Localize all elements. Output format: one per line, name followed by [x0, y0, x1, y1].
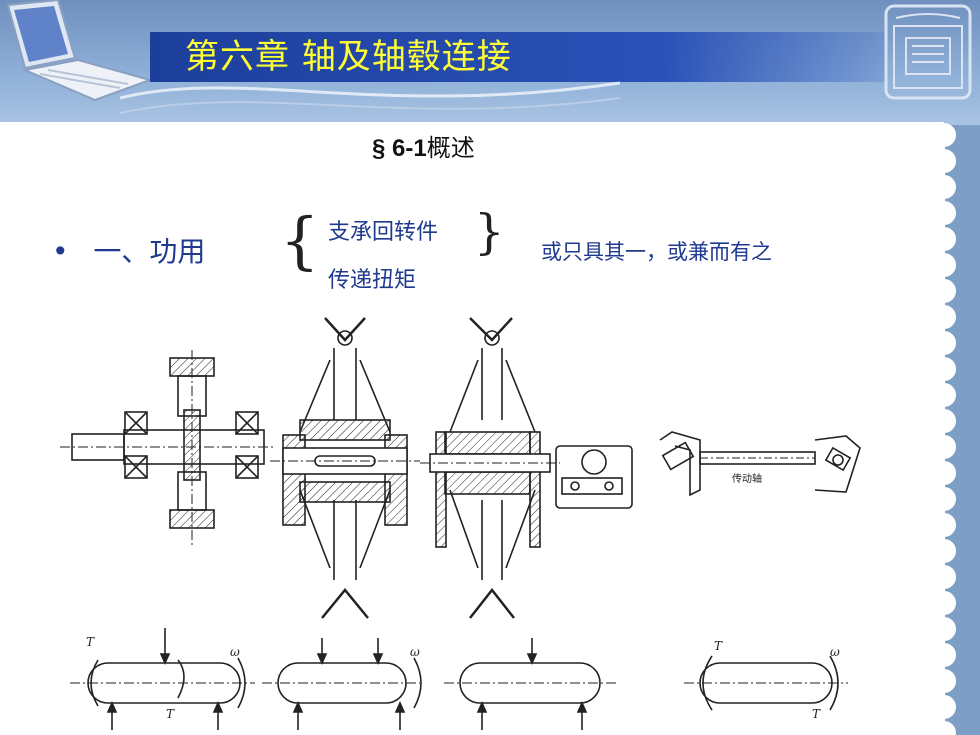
function-torque: 传递扭矩: [328, 268, 417, 293]
drive-shaft-label: 传动轴: [732, 472, 762, 485]
torque-label-4a: T: [714, 639, 723, 653]
right-brace: }: [474, 204, 505, 260]
left-brace: {: [280, 204, 320, 277]
laptop-icon: [6, 0, 154, 102]
bullet-marker: •: [52, 235, 69, 268]
drive-shaft-drawing: [659, 431, 861, 497]
chapter-title: 第六章 轴及轴毂连接: [185, 37, 512, 77]
section-name: 概述: [426, 134, 475, 162]
omega-label-1: ω: [230, 645, 240, 659]
decorative-wave: [120, 81, 620, 114]
torque-label-4b: T: [812, 707, 821, 721]
load-diagram-3: [444, 638, 616, 730]
torque-label-1b: T: [166, 707, 175, 721]
section-title: § 6-1概述: [372, 128, 475, 163]
content-panel: [0, 122, 945, 735]
gear-shaft-drawing: [60, 350, 275, 545]
shaft-drawings: 传动轴 T T ω ω T T ω: [60, 317, 861, 730]
load-diagram-2: [262, 638, 422, 730]
pulley-drawing-2: [420, 317, 633, 619]
bullet-heading: 一、功用: [93, 235, 206, 268]
section-number: 6-1: [392, 135, 427, 162]
title-bar: [150, 32, 885, 82]
load-diagram-1: [70, 628, 255, 730]
scalloped-edge: [930, 122, 980, 735]
university-seal-logo: [884, 4, 972, 100]
load-diagram-4: [684, 655, 848, 711]
omega-label-4: ω: [830, 645, 840, 659]
section-symbol: §: [372, 135, 386, 162]
function-note: 或只具其一，或兼而有之: [541, 240, 772, 264]
function-support: 支承回转件: [328, 220, 439, 245]
torque-label-1a: T: [86, 635, 95, 649]
omega-label-2: ω: [410, 645, 420, 659]
bullet-function: • 一、功用: [52, 230, 205, 270]
pulley-drawing-1: [270, 317, 420, 619]
